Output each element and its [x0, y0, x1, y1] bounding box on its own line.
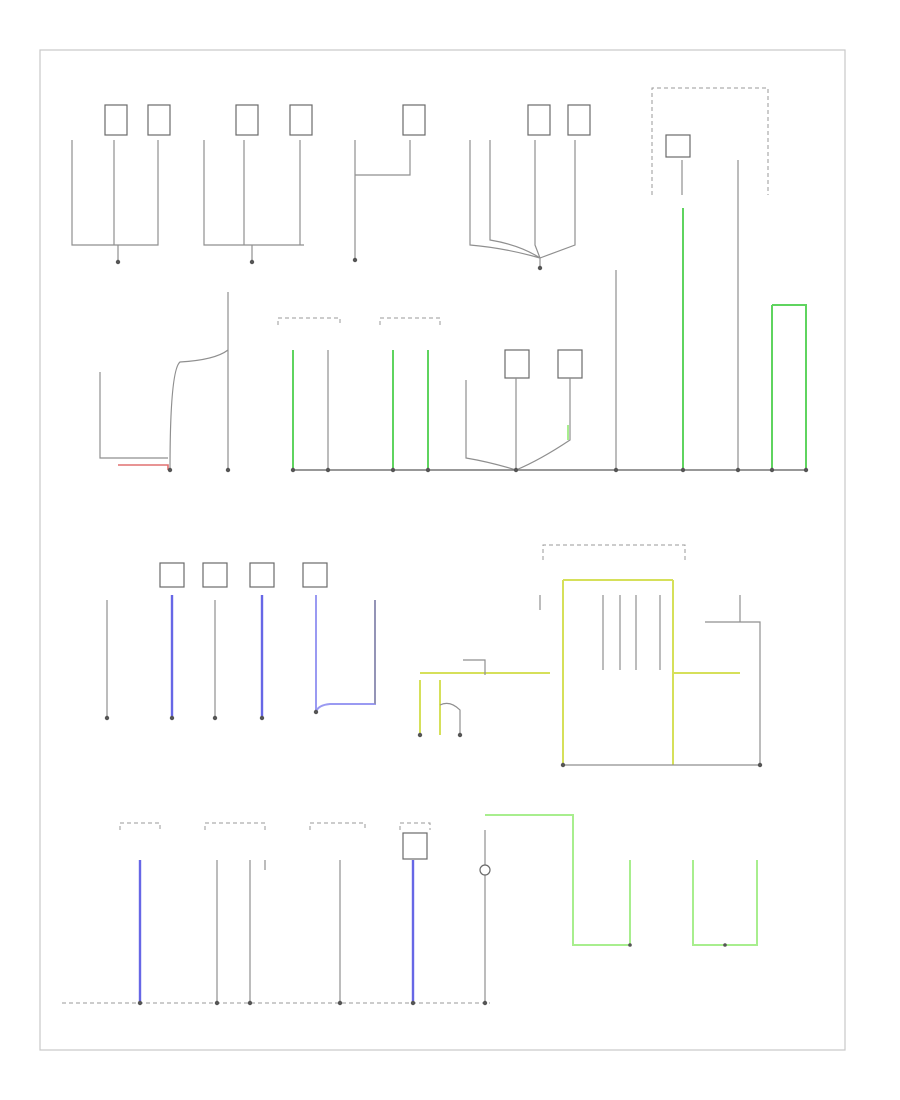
component-box — [104, 104, 128, 136]
component-box — [159, 562, 185, 588]
component-box — [249, 562, 275, 588]
row-1-connectors — [71, 87, 769, 470]
component-box — [402, 104, 426, 136]
component-box — [665, 134, 691, 158]
component-box — [402, 832, 428, 860]
component-box — [504, 349, 530, 379]
component-box — [289, 104, 313, 136]
row-4-connectors — [62, 814, 758, 1004]
component-box — [557, 349, 583, 379]
lamp-symbol — [479, 864, 491, 876]
component-box — [527, 104, 551, 136]
component-box — [147, 104, 171, 136]
component-box — [567, 104, 591, 136]
component-box — [235, 104, 259, 136]
ground-nodes — [104, 257, 809, 1006]
component-box — [302, 562, 328, 588]
diagram-frame — [39, 49, 846, 1051]
row-3-connectors — [106, 544, 761, 766]
component-box — [202, 562, 228, 588]
row-2-connectors — [99, 270, 807, 471]
